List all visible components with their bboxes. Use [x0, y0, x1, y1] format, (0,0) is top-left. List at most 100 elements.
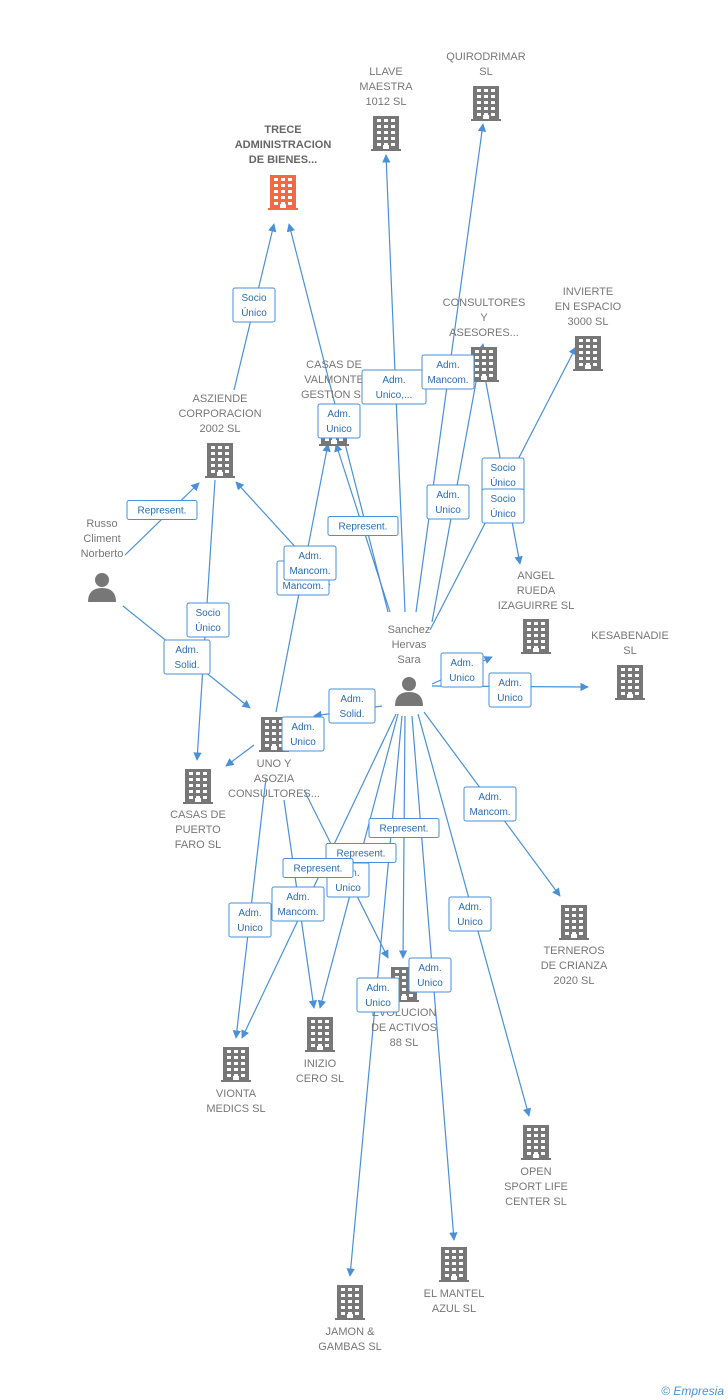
building-icon[interactable]: [521, 619, 551, 654]
edge-label-text: Solid.: [339, 709, 364, 720]
edge-label-sanchez-casasval[interactable]: Represent.: [327, 516, 399, 536]
edge-label-russo-asziende[interactable]: Represent.: [126, 500, 198, 520]
edge-label-sanchez-jamon[interactable]: Adm. Unico: [356, 977, 400, 1013]
edge-label-sanchez-mantel[interactable]: Adm.Unico: [408, 957, 452, 993]
edge-label-sanchez-evolucion[interactable]: Represent.: [368, 818, 440, 838]
person-icon[interactable]: [88, 573, 116, 602]
edge-label-unoy-casasval[interactable]: Adm. Unico: [317, 403, 361, 439]
edge-label-text: Unico: [365, 998, 391, 1009]
node-label-line: MEDICS SL: [206, 1103, 265, 1115]
edge-label-sanchez-vionta[interactable]: Adm.Mancom.: [271, 886, 325, 922]
node-label-line: AZUL SL: [432, 1303, 476, 1315]
building-icon[interactable]: [268, 175, 298, 210]
edge-label-text: Represent.: [339, 522, 388, 533]
building-icon[interactable]: [521, 1125, 551, 1160]
node-label-line: OPEN: [520, 1166, 551, 1178]
edge-label-text: Socio: [490, 463, 515, 474]
footer-brand[interactable]: © Empresia: [661, 1384, 724, 1398]
edge-label-text: Mancom.: [469, 807, 510, 818]
building-icon[interactable]: [371, 116, 401, 151]
edge-label-text: Único: [195, 621, 221, 634]
node-label-line: Russo: [86, 518, 117, 530]
node-label-line: FARO SL: [175, 839, 221, 851]
node-label-line: GESTION SL: [301, 389, 367, 401]
node-label-line: 2002 SL: [200, 423, 241, 435]
edge-label-text: Unico: [326, 424, 352, 435]
edge-label-sanchez-unoy[interactable]: Adm.Solid.: [328, 688, 376, 724]
edge-label-russo-unoy[interactable]: Adm.Solid.: [163, 639, 211, 675]
edge-label-sanchez-consultores[interactable]: Adm.Unico: [426, 484, 470, 520]
node-label-line: RUEDA: [517, 585, 556, 597]
edge-label-unoy-inizio[interactable]: Represent.: [282, 858, 354, 878]
edge-label-text: Adm.: [238, 908, 261, 919]
edge-label-text: Adm.: [327, 409, 350, 420]
brand-name: Empresia: [673, 1384, 724, 1398]
building-icon[interactable]: [573, 336, 603, 371]
edge-label-text: Único: [490, 507, 516, 520]
building-icon[interactable]: [183, 769, 213, 804]
edge-label-text: Adm.: [436, 360, 459, 371]
node-jamon[interactable]: JAMON &GAMBAS SL: [318, 1285, 382, 1353]
building-icon[interactable]: [471, 86, 501, 121]
edge-label-text: Adm.: [366, 983, 389, 994]
copyright-symbol: ©: [661, 1384, 670, 1398]
edge-label-sanchez-llave[interactable]: Adm.Unico,...: [361, 369, 427, 405]
building-icon[interactable]: [221, 1047, 251, 1082]
node-label-line: CENTER SL: [505, 1196, 567, 1208]
edge-label-text: Adm.: [175, 645, 198, 656]
edge-label-sanchez-angel[interactable]: Adm.Unico: [440, 652, 484, 688]
edge-label-sanchez-terneros[interactable]: Adm.Mancom.: [463, 786, 517, 822]
edge-label-sanchez-asziende[interactable]: Adm.Mancom.: [283, 545, 337, 581]
node-label-line: VALMONTE: [304, 374, 364, 386]
building-icon[interactable]: [335, 1285, 365, 1320]
node-label-line: Norberto: [81, 548, 124, 560]
edge-label-text: Adm.: [291, 722, 314, 733]
edge-label-text: Represent.: [138, 506, 187, 517]
edge-label-sanchez-kesa[interactable]: Adm.Unico: [488, 672, 532, 708]
building-icon[interactable]: [559, 905, 589, 940]
edge-label-text: Mancom.: [427, 375, 468, 386]
building-icon[interactable]: [439, 1247, 469, 1282]
edge-label-unoy-vionta[interactable]: Adm. Unico: [228, 902, 272, 938]
edge-label-text: Unico: [457, 917, 483, 928]
edge-label-text: Unico: [417, 978, 443, 989]
person-icon[interactable]: [395, 677, 423, 706]
edge-label-text: Unico: [237, 923, 263, 934]
node-label-line: INVIERTE: [563, 286, 614, 298]
edge-label-unoy-casaspuerto[interactable]: Adm.Unico: [281, 716, 325, 752]
building-icon[interactable]: [615, 665, 645, 700]
building-icon[interactable]: [205, 443, 235, 478]
edge-label-sanchez-open[interactable]: Adm. Unico: [448, 896, 492, 932]
edge-label-text: Adm.: [450, 658, 473, 669]
building-icon[interactable]: [469, 347, 499, 382]
node-label-line: CONSULTORES...: [228, 788, 320, 800]
node-label-line: ASOZIA: [254, 773, 295, 785]
node-label-line: INIZIO: [304, 1058, 337, 1070]
building-icon[interactable]: [305, 1017, 335, 1052]
edge-label-sanchez-quiro[interactable]: Adm. Mancom.: [421, 354, 475, 390]
edge-label-text: Adm.: [382, 375, 405, 386]
edge-label-text: Unico: [435, 505, 461, 516]
node-consultores[interactable]: CONSULTORESYASESORES...: [443, 297, 526, 382]
edge-label-text: Adm.: [458, 902, 481, 913]
